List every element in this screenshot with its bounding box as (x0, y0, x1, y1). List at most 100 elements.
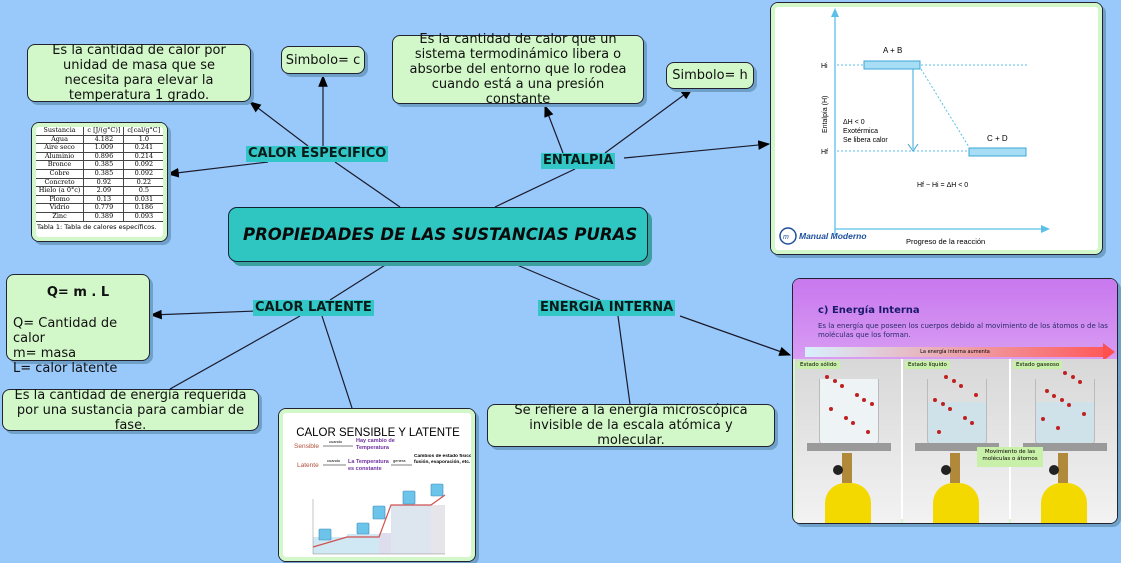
molecule-icon (941, 402, 945, 406)
table-cell: 0.241 (123, 143, 165, 153)
gas-cylinder-icon (825, 483, 871, 523)
table-cell: 2.09 (83, 186, 125, 196)
molecule-icon (1078, 380, 1082, 384)
table-cell: Cobre (34, 168, 85, 179)
molecule-icon (840, 384, 844, 388)
node-calor-especifico-definition[interactable]: Es la cantidad de calor por unidad de ma… (27, 43, 251, 103)
formula: Q= m . L (46, 285, 110, 300)
molecule-callout: Movimiento de las moléculas o átomos (977, 447, 1043, 467)
node-text: Simbolo= c (285, 52, 361, 68)
link-energia-interna[interactable]: ENERGIA INTERNA (538, 300, 676, 316)
link-entalpia[interactable]: ENTALPIA (541, 153, 616, 169)
cuando-label: cuando (329, 439, 343, 444)
node-simbolo-h[interactable]: Simbolo= h (666, 62, 754, 89)
state-label: Estado líquido (905, 361, 950, 369)
grill-icon (915, 443, 999, 451)
state-panel: Estado sólido (795, 359, 901, 523)
central-concept[interactable]: PROPIEDADES DE LAS SUSTANCIAS PURAS (228, 207, 648, 262)
link-calor-especifico[interactable]: CALOR ESPECIFICO (246, 146, 389, 162)
table-caption: Tabla 1: Tabla de calores específicos. (37, 222, 157, 231)
node-formula-calor-latente[interactable]: Q= m . L Q= Cantidad de calor m= masa L=… (6, 274, 150, 376)
gas-cylinder-icon (1041, 483, 1087, 523)
node-energia-interna-definition[interactable]: Se refiere a la energía microscópica inv… (487, 403, 775, 448)
note-heat: Se libera calor (843, 137, 888, 144)
molecule-icon (862, 398, 866, 402)
products-label: C + D (987, 134, 1008, 143)
node-simbolo-c[interactable]: Simbolo= c (281, 46, 365, 74)
node-calor-latente-definition[interactable]: Es la cantidad de energía requerida por … (2, 387, 259, 433)
node-text: Es la cantidad de energía requerida por … (14, 387, 247, 433)
molecule-icon (1082, 412, 1086, 416)
beaker-icon (819, 379, 879, 446)
link-calor-latente[interactable]: CALOR LATENTE (253, 300, 374, 316)
image-title: CALOR SENSIBLE Y LATENTE (296, 427, 460, 439)
molecule-icon (833, 379, 837, 383)
table-cell: 0.5 (123, 186, 165, 196)
slide-title: c) Energía Interna (818, 305, 920, 316)
valve-icon (941, 465, 951, 475)
sensible-result: Hay cambio de Temperatura (356, 438, 395, 451)
beaker-icon (1035, 379, 1095, 446)
enthalpy-diagram: A + B C + D Hi Hf Entalpía (H) ΔH < 0 Ex… (779, 8, 1050, 246)
molecule-icon (963, 416, 967, 420)
molecule-icon (1041, 417, 1045, 421)
publisher-name: Manual Moderno (799, 231, 867, 241)
y-axis-label: Entalpía (H) (822, 96, 829, 133)
legend-q: Q= Cantidad de calor (13, 316, 118, 346)
node-entalpia-definition[interactable]: Es la cantidad de calor que un sistema t… (392, 32, 644, 107)
arrow-head-icon (1103, 343, 1115, 361)
genera-label: genera (393, 458, 406, 463)
table-cell: Aire seco (34, 143, 85, 153)
burner-icon (1058, 453, 1068, 483)
slide-header (793, 279, 1117, 359)
molecule-icon (1060, 398, 1064, 402)
molecule-icon (825, 375, 829, 379)
equation: Hf − Hi = ΔH < 0 (917, 182, 968, 189)
table-cell: 0.389 (83, 211, 125, 222)
node-text: Simbolo= h (672, 68, 748, 83)
energy-increase-arrow: La energía interna aumenta (805, 347, 1105, 357)
table-header: c [J/(g°C)] (83, 126, 125, 136)
node-text: Es la cantidad de calor por unidad de ma… (52, 43, 226, 103)
note-exo: Exotérmica (843, 128, 878, 135)
hf-label: Hf (821, 149, 828, 156)
valve-icon (1049, 465, 1059, 475)
table-cell: Zinc (34, 211, 85, 222)
publisher-logo-icon (779, 227, 797, 245)
table-header: c[cal/g°C] (123, 126, 165, 136)
node-text: Es la cantidad de calor que un sistema t… (409, 32, 627, 107)
molecule-icon (1063, 371, 1067, 375)
molecule-icon (1052, 394, 1056, 398)
calor-sensible-latente-image[interactable]: CALOR SENSIBLE Y LATENTE Sensible cuando… (278, 408, 476, 562)
molecule-icon (1071, 375, 1075, 379)
molecule-icon (851, 421, 855, 425)
grill-icon (1023, 443, 1107, 451)
molecule-icon (1045, 389, 1049, 393)
table-cell: 0.093 (123, 211, 165, 222)
molecule-icon (829, 407, 833, 411)
slide-text: Es la energía que poseen los cuerpos deb… (818, 322, 1108, 339)
gas-cylinder-icon (933, 483, 979, 523)
table-cell: 0.092 (123, 168, 165, 179)
molecule-icon (944, 375, 948, 379)
hi-label: Hi (821, 63, 828, 70)
state-panel: Estado gaseoso (1011, 359, 1117, 523)
beaker-icon (927, 379, 987, 446)
state-label: Estado sólido (797, 361, 840, 369)
energia-interna-image[interactable]: c) Energía Interna Es la energía que pos… (792, 278, 1118, 524)
legend-l: L= calor latente (13, 361, 118, 376)
latente-result: La Temperatura es constante (348, 459, 389, 472)
molecule-icon (974, 393, 978, 397)
cuando-label-2: cuando (327, 458, 341, 463)
molecule-icon (952, 379, 956, 383)
node-text: Se refiere a la energía microscópica inv… (514, 403, 748, 448)
enthalpy-diagram-image[interactable]: A + B C + D Hi Hf Entalpía (H) ΔH < 0 Ex… (770, 2, 1103, 255)
